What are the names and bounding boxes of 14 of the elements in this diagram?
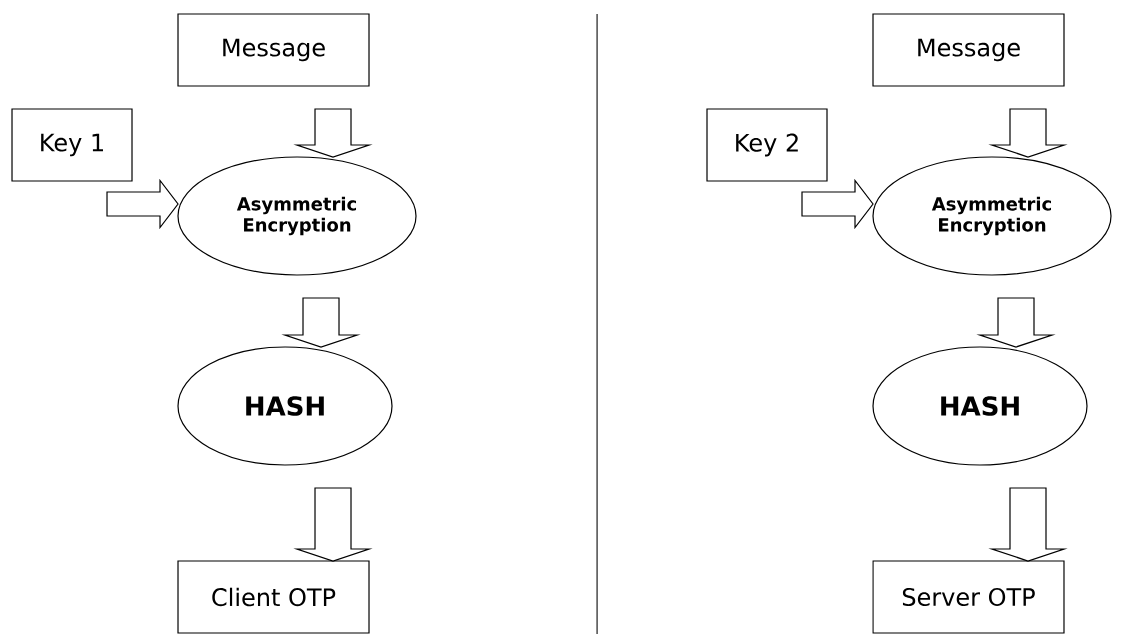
block-arrow (988, 487, 1068, 562)
block-arrow (293, 487, 373, 562)
process-box: Message (872, 13, 1065, 87)
block-arrow (106, 178, 179, 230)
block-arrow (293, 108, 373, 158)
process-box: Key 2 (706, 108, 828, 182)
process-box: Client OTP (177, 560, 370, 634)
process-box: Server OTP (872, 560, 1065, 634)
process-box: Message (177, 13, 370, 87)
block-arrow (976, 297, 1056, 348)
process-box: Key 1 (11, 108, 133, 182)
block-arrow (801, 178, 874, 230)
block-arrow (988, 108, 1068, 158)
block-arrow (281, 297, 361, 348)
